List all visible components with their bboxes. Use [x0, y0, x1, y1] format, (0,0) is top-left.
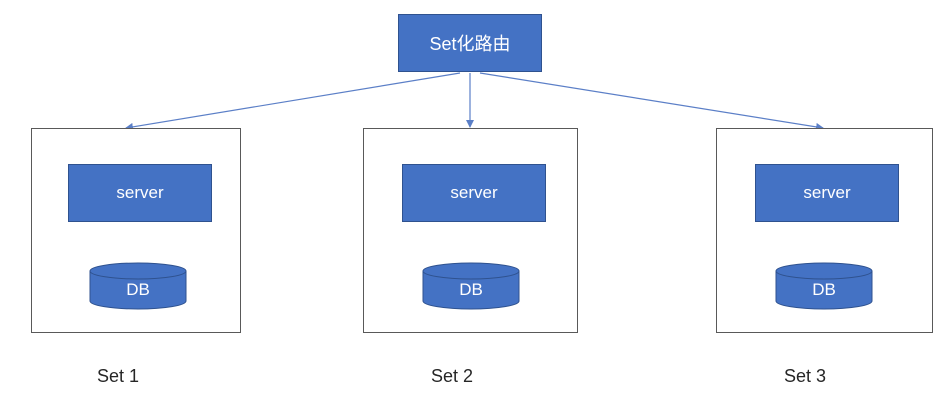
set-3-container: server DB — [716, 128, 933, 333]
set-1-server-node: server — [68, 164, 212, 222]
database-icon — [422, 262, 520, 310]
set-3-server-label: server — [803, 183, 851, 202]
set-2-db-cylinder: DB — [422, 262, 520, 310]
set-3-caption: Set 3 — [784, 366, 827, 386]
connector-set-3 — [479, 72, 824, 131]
connector-set-1 — [125, 72, 461, 131]
set-1-container: server DB — [31, 128, 241, 333]
set-1-db-label: DB — [126, 280, 150, 299]
set-2-caption: Set 2 — [431, 366, 474, 386]
set-2-server-node: server — [402, 164, 546, 222]
set-2-container: server DB — [363, 128, 578, 333]
set-1-server-label: server — [116, 183, 164, 202]
set-3-server-node: server — [755, 164, 899, 222]
set-2-server-label: server — [450, 183, 498, 202]
set-router-node: Set化路由 — [398, 14, 542, 72]
set-3-db-label: DB — [812, 280, 836, 299]
set-3-db-cylinder: DB — [775, 262, 873, 310]
database-icon — [89, 262, 187, 310]
set-1-caption: Set 1 — [97, 366, 140, 386]
database-icon — [775, 262, 873, 310]
set-1-db-cylinder: DB — [89, 262, 187, 310]
set-2-db-label: DB — [459, 280, 483, 299]
set-router-label: Set化路由 — [429, 34, 511, 54]
